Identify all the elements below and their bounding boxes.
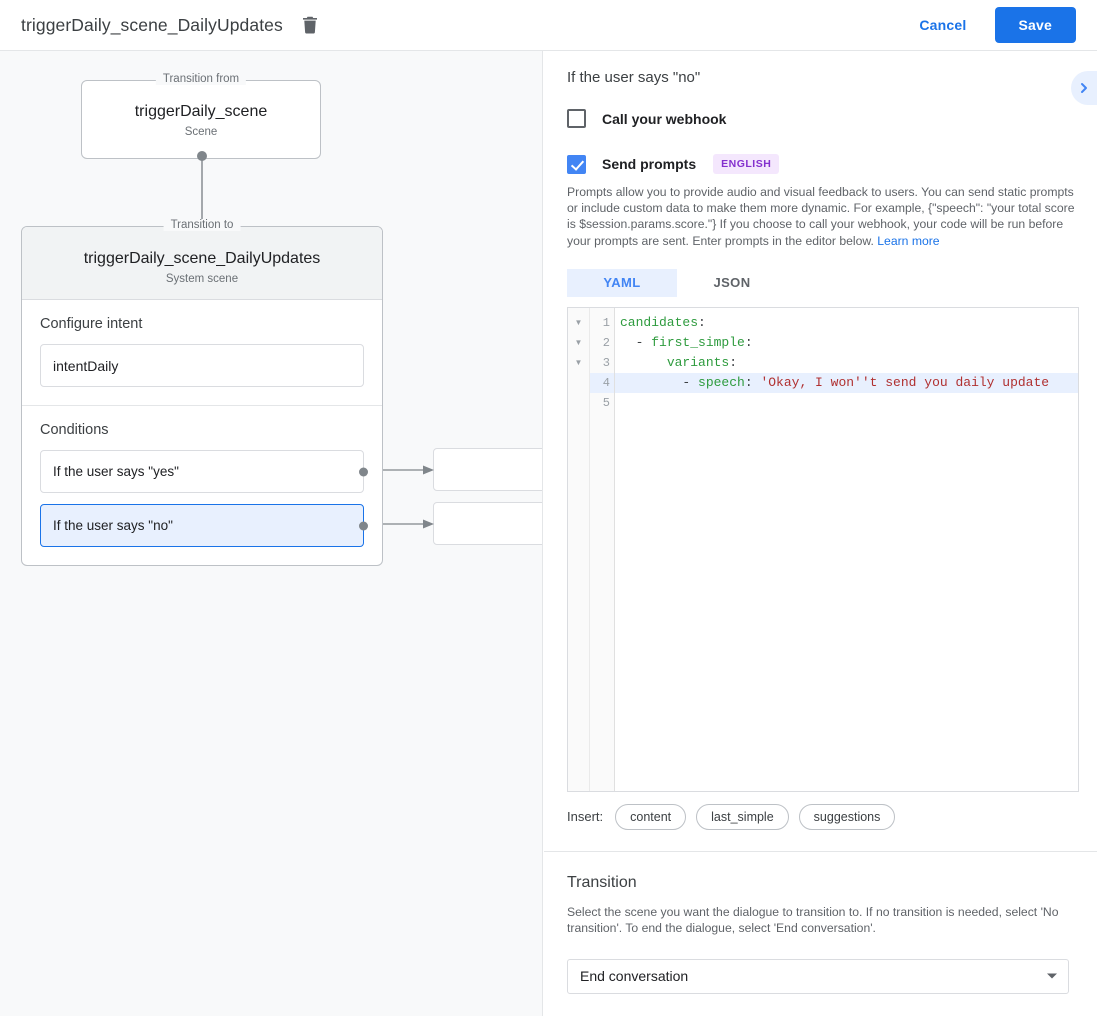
conditions-label: Conditions [40, 422, 109, 438]
page-title: triggerDaily_scene_DailyUpdates [21, 14, 283, 35]
tab-json[interactable]: JSON [713, 275, 751, 291]
delete-button[interactable] [297, 12, 323, 38]
node-to-legend: Transition to [163, 219, 241, 231]
code-line-number: 2 [602, 335, 610, 350]
code-line[interactable]: variants: [615, 353, 1078, 373]
node-transition-to[interactable]: Transition to triggerDaily_scene_DailyUp… [21, 219, 383, 566]
code-token: : [729, 354, 738, 370]
prompts-description: Prompts allow you to provide audio and v… [567, 184, 1079, 249]
condition-port-icon [359, 521, 368, 530]
conditions-section: Conditions If the user says "yes" If the… [22, 406, 382, 565]
code-fold-toggle[interactable]: ▼ [574, 337, 583, 347]
insert-label: Insert: [567, 809, 604, 825]
code-fold-toggle[interactable]: ▼ [574, 317, 583, 327]
code-token: speech [698, 374, 745, 390]
code-line[interactable]: - speech: 'Okay, I won''t send you daily… [615, 372, 1078, 393]
panel-title: If the user says "no" [567, 68, 701, 86]
code-token: variants [666, 354, 730, 370]
code-line-number: 4 [590, 372, 614, 393]
cancel-button[interactable]: Cancel [907, 9, 978, 41]
collapse-panel-button[interactable] [1071, 71, 1097, 105]
graph-canvas[interactable]: Transition from triggerDaily_scene Scene… [0, 51, 543, 1016]
insert-chip-last-simple[interactable]: last_simple [696, 803, 789, 830]
code-token: : [698, 314, 706, 330]
condition-label: If the user says "yes" [53, 464, 179, 479]
node-to-title: triggerDaily_scene_DailyUpdates [83, 250, 321, 267]
code-fold-toggle[interactable]: ▼ [574, 357, 583, 367]
code-editor[interactable]: ▼ ▼ ▼ 1 2 3 4 5 candidates: - first_simple: va… [567, 306, 1079, 792]
code-token: - [620, 334, 652, 350]
insert-row: Insert: content last_simple suggestions [567, 803, 1097, 830]
chevron-down-icon [1047, 973, 1057, 979]
condition-item-yes[interactable]: If the user says "yes" [40, 450, 368, 493]
condition-label: If the user says "no" [53, 518, 173, 533]
configure-intent-label: Configure intent [40, 316, 143, 332]
code-fold-spacer [568, 373, 589, 393]
node-to-header: triggerDaily_scene_DailyUpdates System s… [22, 227, 382, 300]
editor-tabs: YAML JSON [567, 268, 1097, 297]
node-from-subtitle: Scene [184, 125, 218, 138]
send-prompts-checkbox[interactable] [567, 154, 586, 174]
tab-yaml[interactable]: YAML [567, 268, 677, 297]
trash-icon [302, 16, 317, 34]
target-box-no[interactable] [433, 502, 542, 545]
transition-section: Transition Select the scene you want the… [544, 852, 1097, 994]
code-line-number: 3 [602, 355, 610, 370]
learn-more-link[interactable]: Learn more [877, 233, 940, 248]
code-token: candidates [620, 314, 699, 330]
webhook-checkbox[interactable] [567, 109, 586, 128]
code-content[interactable]: candidates: - first_simple: variants: - … [615, 308, 1078, 791]
code-token: first_simple [651, 334, 745, 350]
code-token [620, 355, 667, 370]
code-line[interactable] [615, 393, 1078, 413]
send-prompts-row[interactable]: Send prompts ENGLISH [567, 154, 1097, 174]
configure-intent-section: Configure intent [22, 300, 382, 406]
top-bar: triggerDaily_scene_DailyUpdates Cancel S… [0, 0, 1097, 51]
panel-divider [544, 850, 1097, 852]
code-line-number: 5 [602, 395, 610, 410]
code-token: 'Okay, I won''t send you daily update [760, 374, 1050, 390]
send-prompts-label: Send prompts [602, 156, 697, 172]
code-token: : [744, 374, 761, 390]
transition-select[interactable]: End conversation [567, 958, 1069, 994]
prompts-description-text: Prompts allow you to provide audio and v… [567, 185, 1075, 248]
node-transition-from[interactable]: Transition from triggerDaily_scene Scene [81, 73, 321, 159]
insert-chip-content[interactable]: content [615, 803, 687, 830]
node-to-subtitle: System scene [165, 273, 239, 285]
code-token: - [620, 374, 699, 390]
condition-item-no[interactable]: If the user says "no" [40, 504, 368, 547]
code-fold-column[interactable]: ▼ ▼ ▼ [568, 307, 590, 791]
webhook-label: Call your webhook [602, 110, 727, 127]
save-button[interactable]: Save [994, 7, 1076, 43]
code-line[interactable]: - first_simple: [615, 333, 1078, 353]
code-token: : [744, 334, 753, 350]
webhook-row[interactable]: Call your webhook [567, 109, 1097, 128]
panel-header: If the user says "no" [544, 51, 1097, 105]
code-line-number: 1 [602, 315, 610, 330]
chevron-right-icon [1081, 83, 1087, 93]
node-from-title: triggerDaily_scene [134, 102, 268, 120]
transition-title: Transition [567, 873, 637, 891]
code-line-numbers: 1 2 3 4 5 [590, 307, 615, 791]
intent-input[interactable] [40, 344, 364, 387]
transition-select-value: End conversation [580, 968, 689, 985]
transition-description: Select the scene you want the dialogue t… [567, 904, 1059, 936]
node-from-legend: Transition from [155, 73, 247, 85]
code-line[interactable]: candidates: [615, 313, 1078, 333]
code-fold-spacer [568, 393, 589, 413]
target-box-yes[interactable] [433, 448, 542, 491]
condition-port-icon [359, 467, 368, 476]
insert-chip-suggestions[interactable]: suggestions [798, 803, 896, 830]
language-badge: ENGLISH [713, 154, 780, 174]
details-panel: If the user says "no" Call your webhook … [544, 51, 1097, 1016]
